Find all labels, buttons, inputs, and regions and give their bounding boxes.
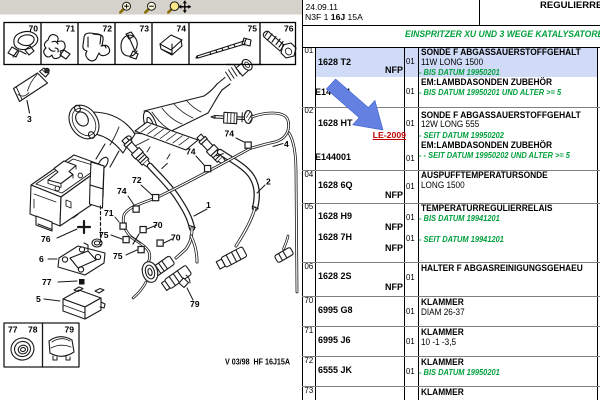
svg-text:76: 76 <box>284 24 294 34</box>
svg-text:2: 2 <box>266 177 271 187</box>
svg-text:72: 72 <box>102 24 112 34</box>
svg-text:79: 79 <box>190 299 200 309</box>
svg-text:72: 72 <box>132 175 142 185</box>
svg-text:1: 1 <box>206 200 211 210</box>
svg-text:5: 5 <box>36 294 41 304</box>
svg-text:70: 70 <box>171 233 181 243</box>
svg-text:71: 71 <box>65 24 75 34</box>
svg-text:75: 75 <box>113 251 123 261</box>
svg-text:73: 73 <box>139 24 149 34</box>
svg-text:79: 79 <box>65 325 75 335</box>
svg-text:4: 4 <box>284 139 289 149</box>
svg-text:70: 70 <box>153 220 163 230</box>
svg-text:75: 75 <box>247 24 257 34</box>
svg-text:V 03/98 HF 16J15A: V 03/98 HF 16J15A <box>225 358 290 367</box>
svg-text:3: 3 <box>27 114 32 124</box>
svg-text:6: 6 <box>39 254 44 264</box>
svg-text:74: 74 <box>117 186 127 196</box>
svg-text:77: 77 <box>42 277 52 287</box>
svg-text:74: 74 <box>176 24 186 34</box>
svg-text:74: 74 <box>225 129 235 139</box>
svg-text:70: 70 <box>28 24 38 34</box>
svg-text:71: 71 <box>104 208 114 218</box>
svg-text:78: 78 <box>28 325 38 335</box>
svg-text:75: 75 <box>99 230 109 240</box>
svg-text:74: 74 <box>186 147 196 157</box>
svg-text:77: 77 <box>8 325 18 335</box>
svg-text:76: 76 <box>41 234 51 244</box>
